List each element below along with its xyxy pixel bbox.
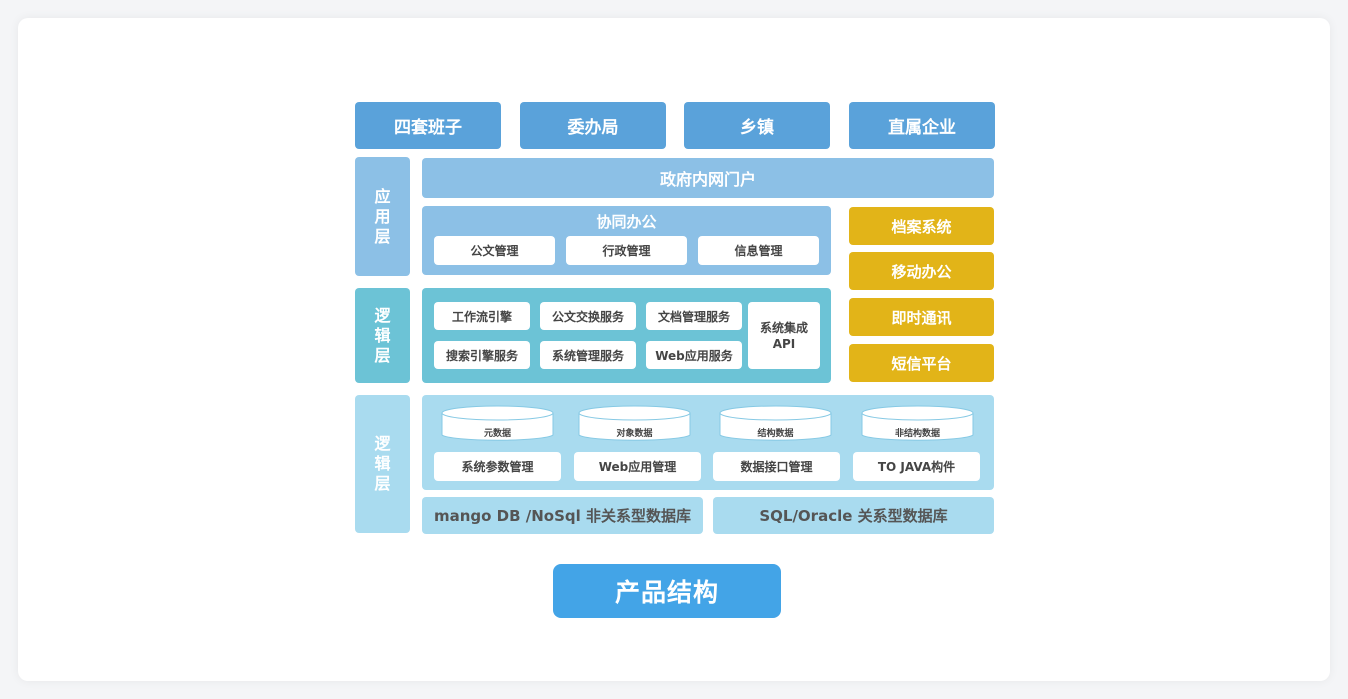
cylinder-icon bbox=[719, 405, 832, 441]
service-search-engine: 搜索引擎服务 bbox=[434, 341, 530, 369]
layer-label-application: 应用层 bbox=[355, 157, 410, 276]
module-data-interface-management: 数据接口管理 bbox=[713, 452, 840, 481]
side-system-instant-messaging: 即时通讯 bbox=[849, 298, 994, 336]
database-nosql: mango DB /NoSql 非关系型数据库 bbox=[422, 497, 703, 534]
module-to-java-component: TO JAVA构件 bbox=[853, 452, 980, 481]
side-system-archives: 档案系统 bbox=[849, 207, 994, 245]
datastore-unstructured-data: 非结构数据 bbox=[861, 404, 974, 442]
service-workflow-engine: 工作流引擎 bbox=[434, 302, 530, 330]
layer-label-logic: 逻辑层 bbox=[355, 288, 410, 383]
cylinder-icon bbox=[441, 405, 554, 441]
top-tab-towns: 乡镇 bbox=[684, 102, 830, 149]
datastore-label: 结构数据 bbox=[757, 429, 794, 439]
service-document-management: 文档管理服务 bbox=[646, 302, 742, 330]
datastore-label: 非结构数据 bbox=[894, 429, 940, 439]
datastore-label: 对象数据 bbox=[616, 429, 653, 439]
top-tab-enterprises: 直属企业 bbox=[849, 102, 995, 149]
collab-item-information: 信息管理 bbox=[698, 236, 819, 265]
module-system-parameters: 系统参数管理 bbox=[434, 452, 561, 481]
collab-item-administration: 行政管理 bbox=[566, 236, 687, 265]
datastore-object-data: 对象数据 bbox=[578, 404, 691, 442]
layer-label-data: 逻辑层 bbox=[355, 395, 410, 533]
top-tab-bureaus: 委办局 bbox=[520, 102, 666, 149]
collab-item-documents: 公文管理 bbox=[434, 236, 555, 265]
datastore-metadata: 元数据 bbox=[441, 404, 554, 442]
service-document-exchange: 公文交换服务 bbox=[540, 302, 636, 330]
datastore-label: 元数据 bbox=[483, 429, 511, 439]
database-relational: SQL/Oracle 关系型数据库 bbox=[713, 497, 994, 534]
datastore-structured-data: 结构数据 bbox=[719, 404, 832, 442]
service-system-integration-api: 系统集成 API bbox=[748, 302, 820, 369]
side-system-mobile-office: 移动办公 bbox=[849, 252, 994, 290]
collab-title: 协同办公 bbox=[596, 212, 657, 231]
cylinder-icon bbox=[861, 405, 974, 441]
service-system-management: 系统管理服务 bbox=[540, 341, 636, 369]
product-structure-title: 产品结构 bbox=[553, 564, 781, 618]
cylinder-icon bbox=[578, 405, 691, 441]
portal-bar: 政府内网门户 bbox=[422, 158, 994, 198]
service-web-application: Web应用服务 bbox=[646, 341, 742, 369]
side-system-sms-platform: 短信平台 bbox=[849, 344, 994, 382]
top-tab-leadership: 四套班子 bbox=[355, 102, 501, 149]
module-web-application-management: Web应用管理 bbox=[574, 452, 701, 481]
